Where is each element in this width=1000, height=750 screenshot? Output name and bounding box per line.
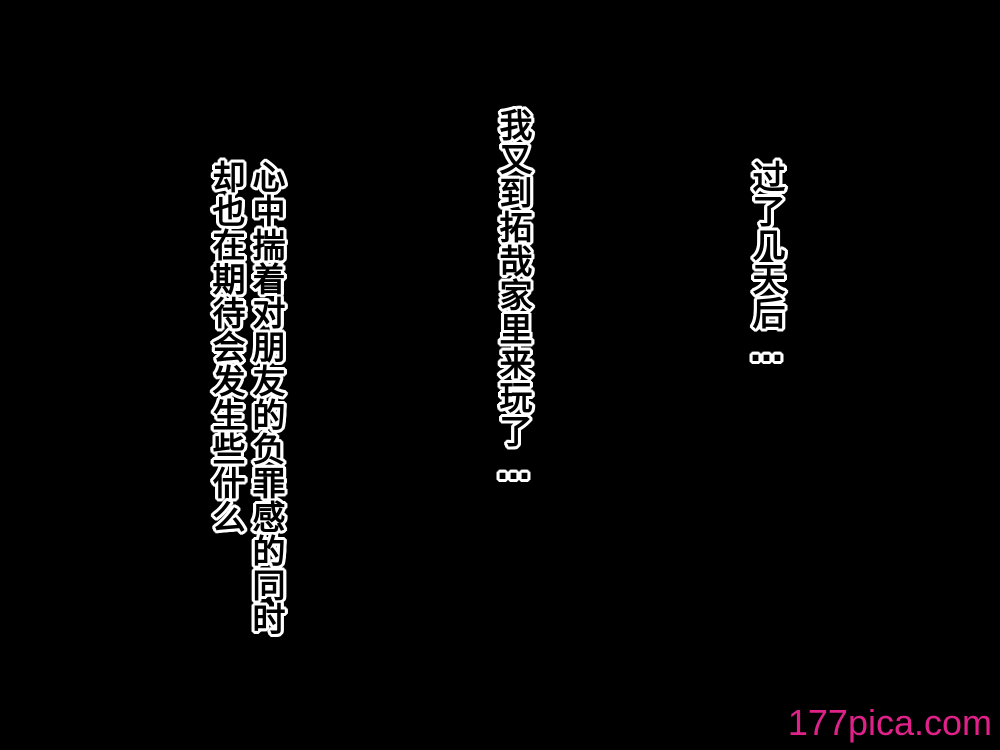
site-watermark: 177pica.com [787, 702, 992, 743]
narration-text-2: 我又到拓哉家里来玩了… [494, 108, 533, 488]
narration-text-1: 过了几天后… [747, 160, 786, 370]
narration-text-3a: 心中揣着对朋友的负罪感的同时 [247, 160, 286, 636]
narration-text-3b: 却也在期待会发生些什么 [207, 160, 246, 534]
